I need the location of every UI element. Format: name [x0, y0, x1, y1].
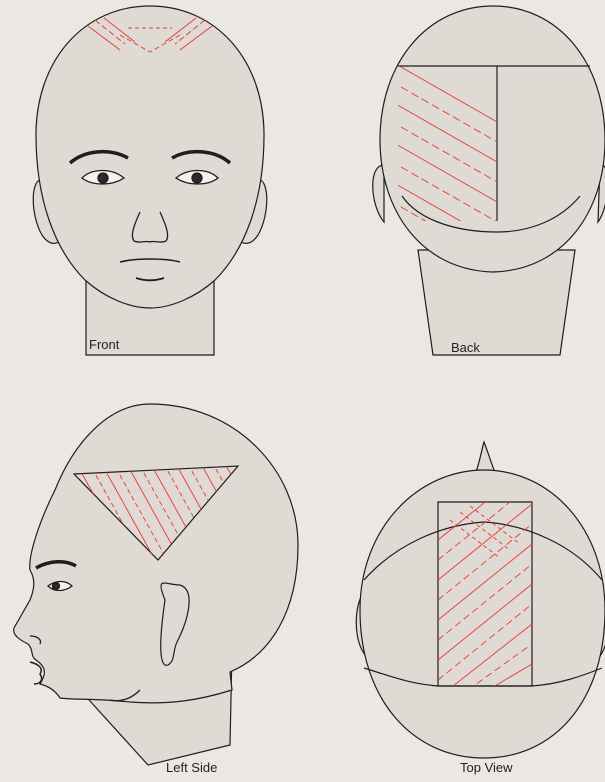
label-left-side: Left Side	[166, 760, 217, 775]
front-right-iris	[192, 173, 202, 183]
side-iris	[53, 583, 60, 590]
label-front: Front	[89, 337, 119, 352]
front-head-figure	[33, 6, 267, 355]
top-head-outline	[360, 470, 605, 758]
front-head-outline	[36, 6, 264, 308]
back-head-figure	[373, 6, 605, 355]
side-lips	[30, 662, 42, 684]
top-head-figure	[356, 442, 605, 758]
label-back: Back	[451, 340, 480, 355]
front-left-iris	[98, 173, 108, 183]
back-left-ear	[373, 165, 384, 222]
label-top-view: Top View	[460, 760, 513, 775]
side-head-outline	[14, 404, 298, 703]
